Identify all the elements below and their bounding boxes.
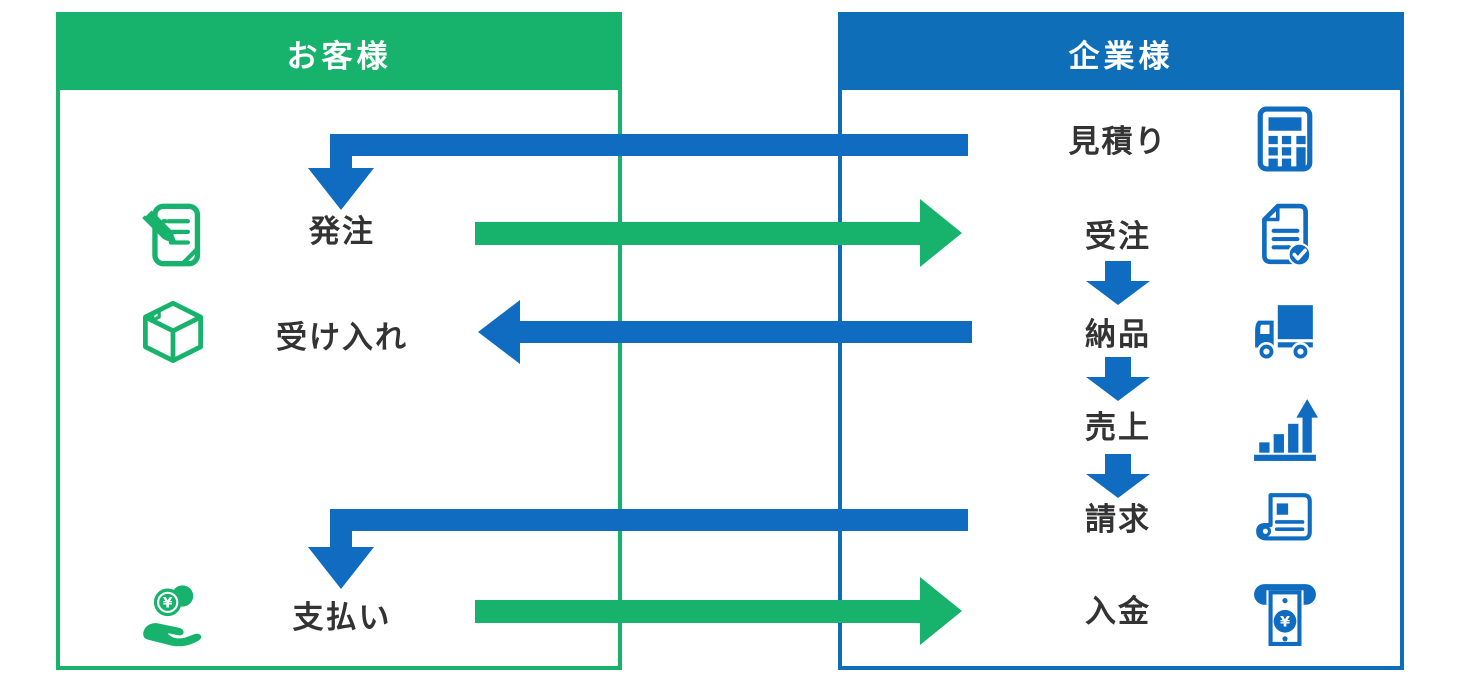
customer-panel-header: お客様 — [60, 16, 618, 90]
atm-deposit-icon: ¥ — [1252, 580, 1318, 646]
invoice-scroll-icon — [1252, 490, 1318, 556]
sales-chart-icon — [1252, 397, 1318, 463]
document-check-icon — [1252, 203, 1318, 269]
box-icon — [139, 299, 207, 367]
order-form-icon — [139, 201, 207, 269]
step-label-delivery: 納品 — [1085, 317, 1151, 353]
hand-coin-icon: ¥ — [139, 580, 207, 648]
step-label-acceptance: 受け入れ — [276, 320, 408, 356]
svg-text:¥: ¥ — [1280, 614, 1290, 630]
company-panel-header: 企業様 — [842, 16, 1400, 90]
company-panel-title: 企業様 — [1068, 38, 1174, 75]
step-label-invoice: 請求 — [1085, 502, 1151, 538]
step-label-order: 発注 — [309, 214, 375, 250]
step-label-payment: 支払い — [292, 600, 392, 636]
step-label-quote: 見積り — [1068, 124, 1168, 160]
step-label-order-received: 受注 — [1085, 219, 1151, 255]
step-label-deposit: 入金 — [1085, 594, 1151, 630]
truck-icon — [1252, 300, 1318, 366]
customer-panel-title: お客様 — [286, 38, 392, 75]
calculator-icon — [1252, 106, 1318, 172]
step-label-sales: 売上 — [1085, 410, 1151, 446]
svg-text:¥: ¥ — [163, 596, 173, 612]
